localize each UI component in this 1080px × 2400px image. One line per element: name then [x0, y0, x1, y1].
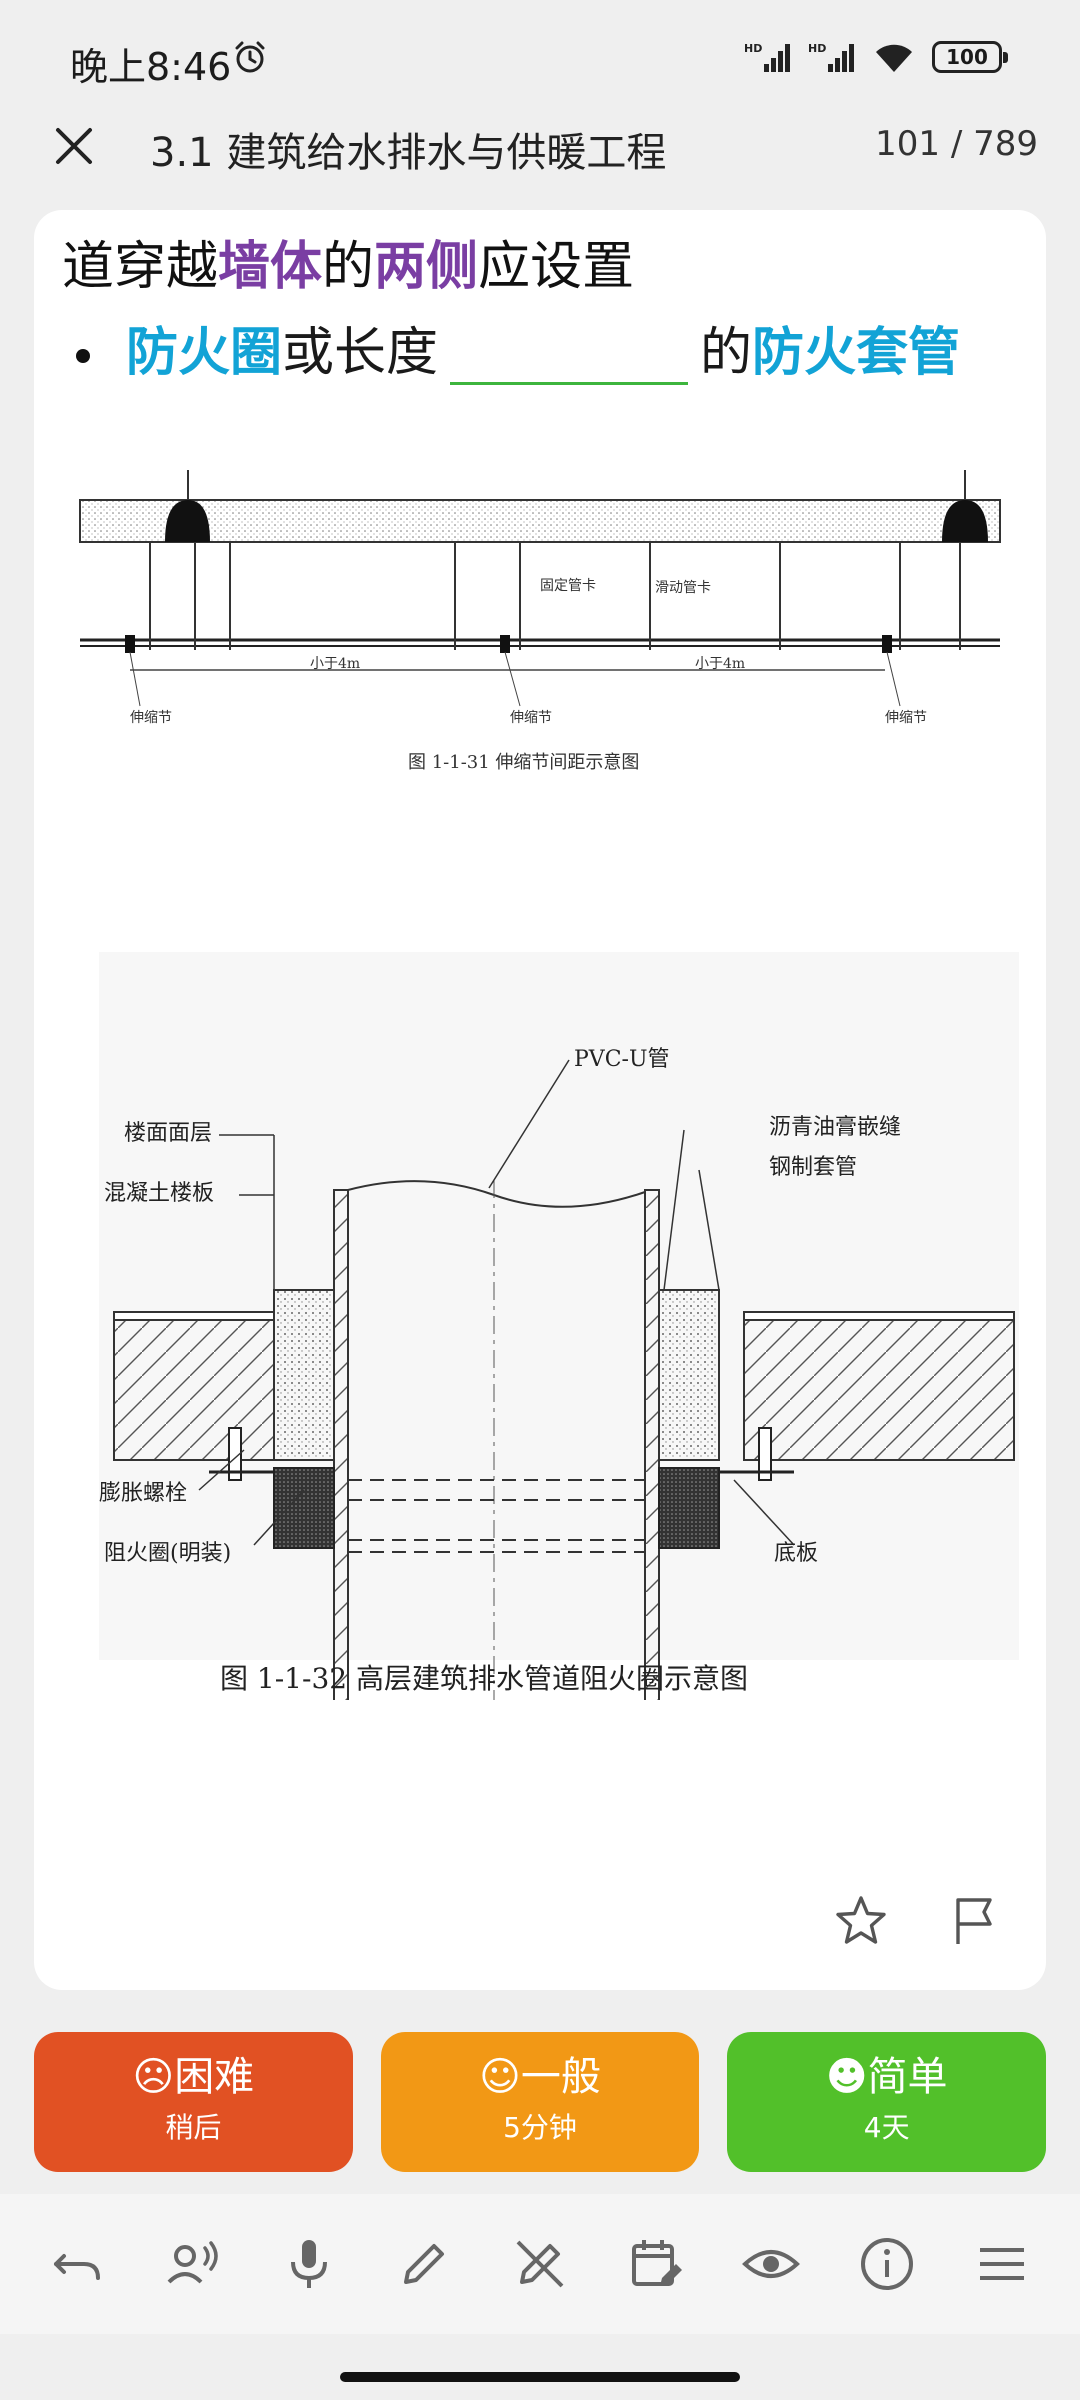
- status-bar: 晚上8:46 HD HD 100: [0, 0, 1080, 110]
- smile-icon: ☺: [479, 2054, 521, 2100]
- concrete-slab-label: 混凝土楼板: [104, 1181, 214, 1206]
- battery-indicator: 100: [932, 41, 1008, 73]
- emphasis-text: 防火套管: [752, 323, 961, 383]
- floor-surface-label: 楼面面层: [124, 1121, 212, 1146]
- question-line-2: 防火圈 或长度 的 防火套管: [76, 310, 960, 385]
- easy-label: ☻简单: [825, 2054, 948, 2100]
- figure2-caption: 图 1-1-32 高层建筑排水管道阻火圈示意图: [220, 1662, 748, 1695]
- hard-label: ☹困难: [132, 2054, 255, 2100]
- text-segment: 的: [322, 237, 375, 297]
- question-line-1: 道穿越墙体的两侧应设置: [62, 224, 634, 299]
- text-segment: 的: [700, 323, 753, 383]
- asphalt-label: 沥青油膏嵌缝: [769, 1115, 901, 1140]
- info-icon[interactable]: [857, 2234, 917, 2294]
- deck-title: 3.1 建筑给水排水与供暖工程: [150, 130, 667, 176]
- expansion-joint-label-2: 伸缩节: [510, 710, 552, 726]
- sliding-clamp-label: 滑动管卡: [655, 579, 711, 596]
- close-icon[interactable]: [48, 120, 100, 172]
- emphasis-text: 两侧: [374, 237, 479, 297]
- good-label: ☺一般: [479, 2054, 601, 2100]
- home-indicator[interactable]: [340, 2372, 740, 2382]
- svg-text:HD: HD: [808, 42, 826, 55]
- card-actions: [832, 1892, 1004, 1950]
- expansion-joint-diagram: 小于4m 小于4m 固定管卡 滑动管卡 伸缩节 伸缩节 伸缩节 图 1-1-31…: [79, 470, 1001, 773]
- frown-icon: ☹: [132, 2054, 175, 2100]
- span-label-1: 小于4m: [310, 656, 360, 672]
- fixed-clamp-label: 固定管卡: [540, 578, 596, 594]
- grin-icon: ☻: [825, 2054, 868, 2100]
- pencil-icon[interactable]: [394, 2234, 454, 2294]
- microphone-icon[interactable]: [279, 2234, 339, 2294]
- pencil-off-icon[interactable]: [510, 2234, 570, 2294]
- app-header: 3.1 建筑给水排水与供暖工程 101 / 789: [0, 110, 1080, 210]
- alarm-icon: [235, 41, 265, 73]
- figure1-caption: 图 1-1-31 伸缩节间距示意图: [408, 752, 639, 773]
- base-plate-label: 底板: [774, 1541, 818, 1566]
- bullet-dot: [76, 349, 90, 363]
- svg-text:HD: HD: [744, 42, 762, 55]
- easy-button[interactable]: ☻简单 4天: [727, 2032, 1047, 2172]
- card-counter: 101 / 789: [875, 124, 1038, 164]
- expansion-joint-label-3: 伸缩节: [885, 710, 927, 726]
- voice-user-icon[interactable]: [163, 2234, 223, 2294]
- text-segment: 应设置: [478, 237, 635, 297]
- answer-buttons: ☹困难 稍后 ☺一般 5分钟 ☻简单 4天: [34, 2032, 1047, 2172]
- signal-2-icon: HD: [808, 42, 854, 72]
- text-segment: 或长度: [282, 323, 439, 383]
- good-button[interactable]: ☺一般 5分钟: [380, 2032, 700, 2172]
- undo-icon[interactable]: [48, 2234, 108, 2294]
- span-label-2: 小于4m: [695, 656, 745, 672]
- menu-icon[interactable]: [972, 2234, 1032, 2294]
- hard-interval: 稍后: [165, 2111, 222, 2144]
- text-segment: 道穿越: [62, 237, 219, 297]
- fire-collar-diagram: PVC-U管 楼面面层 混凝土楼板 沥青油膏嵌缝 钢制套管 膨胀螺栓 阻火圈(明…: [99, 952, 1019, 1700]
- wifi-icon: [876, 44, 912, 72]
- flashcard: 道穿越墙体的两侧应设置 防火圈 或长度 的 防火套管: [34, 210, 1046, 1990]
- bolt-label: 膨胀螺栓: [99, 1481, 187, 1506]
- hard-button[interactable]: ☹困难 稍后: [34, 2032, 353, 2172]
- signal-1-icon: HD: [744, 42, 790, 72]
- eye-icon[interactable]: [741, 2234, 801, 2294]
- status-time: 晚上8:46: [70, 45, 232, 89]
- star-icon[interactable]: [832, 1892, 890, 1950]
- status-icons: HD HD 100: [744, 40, 1008, 74]
- bottom-toolbar: [0, 2194, 1080, 2334]
- expansion-joint-label-1: 伸缩节: [130, 710, 172, 726]
- steel-sleeve-label: 钢制套管: [769, 1155, 857, 1180]
- pvc-pipe-label: PVC-U管: [574, 1047, 670, 1072]
- easy-interval: 4天: [863, 2111, 910, 2144]
- calendar-edit-icon[interactable]: [626, 2234, 686, 2294]
- fire-collar-label: 阻火圈(明装): [104, 1541, 231, 1566]
- flag-icon[interactable]: [946, 1892, 1004, 1950]
- good-interval: 5分钟: [503, 2111, 577, 2144]
- cloze-blank: [450, 327, 689, 385]
- emphasis-text: 防火圈: [126, 323, 283, 383]
- emphasis-text: 墙体: [218, 237, 323, 297]
